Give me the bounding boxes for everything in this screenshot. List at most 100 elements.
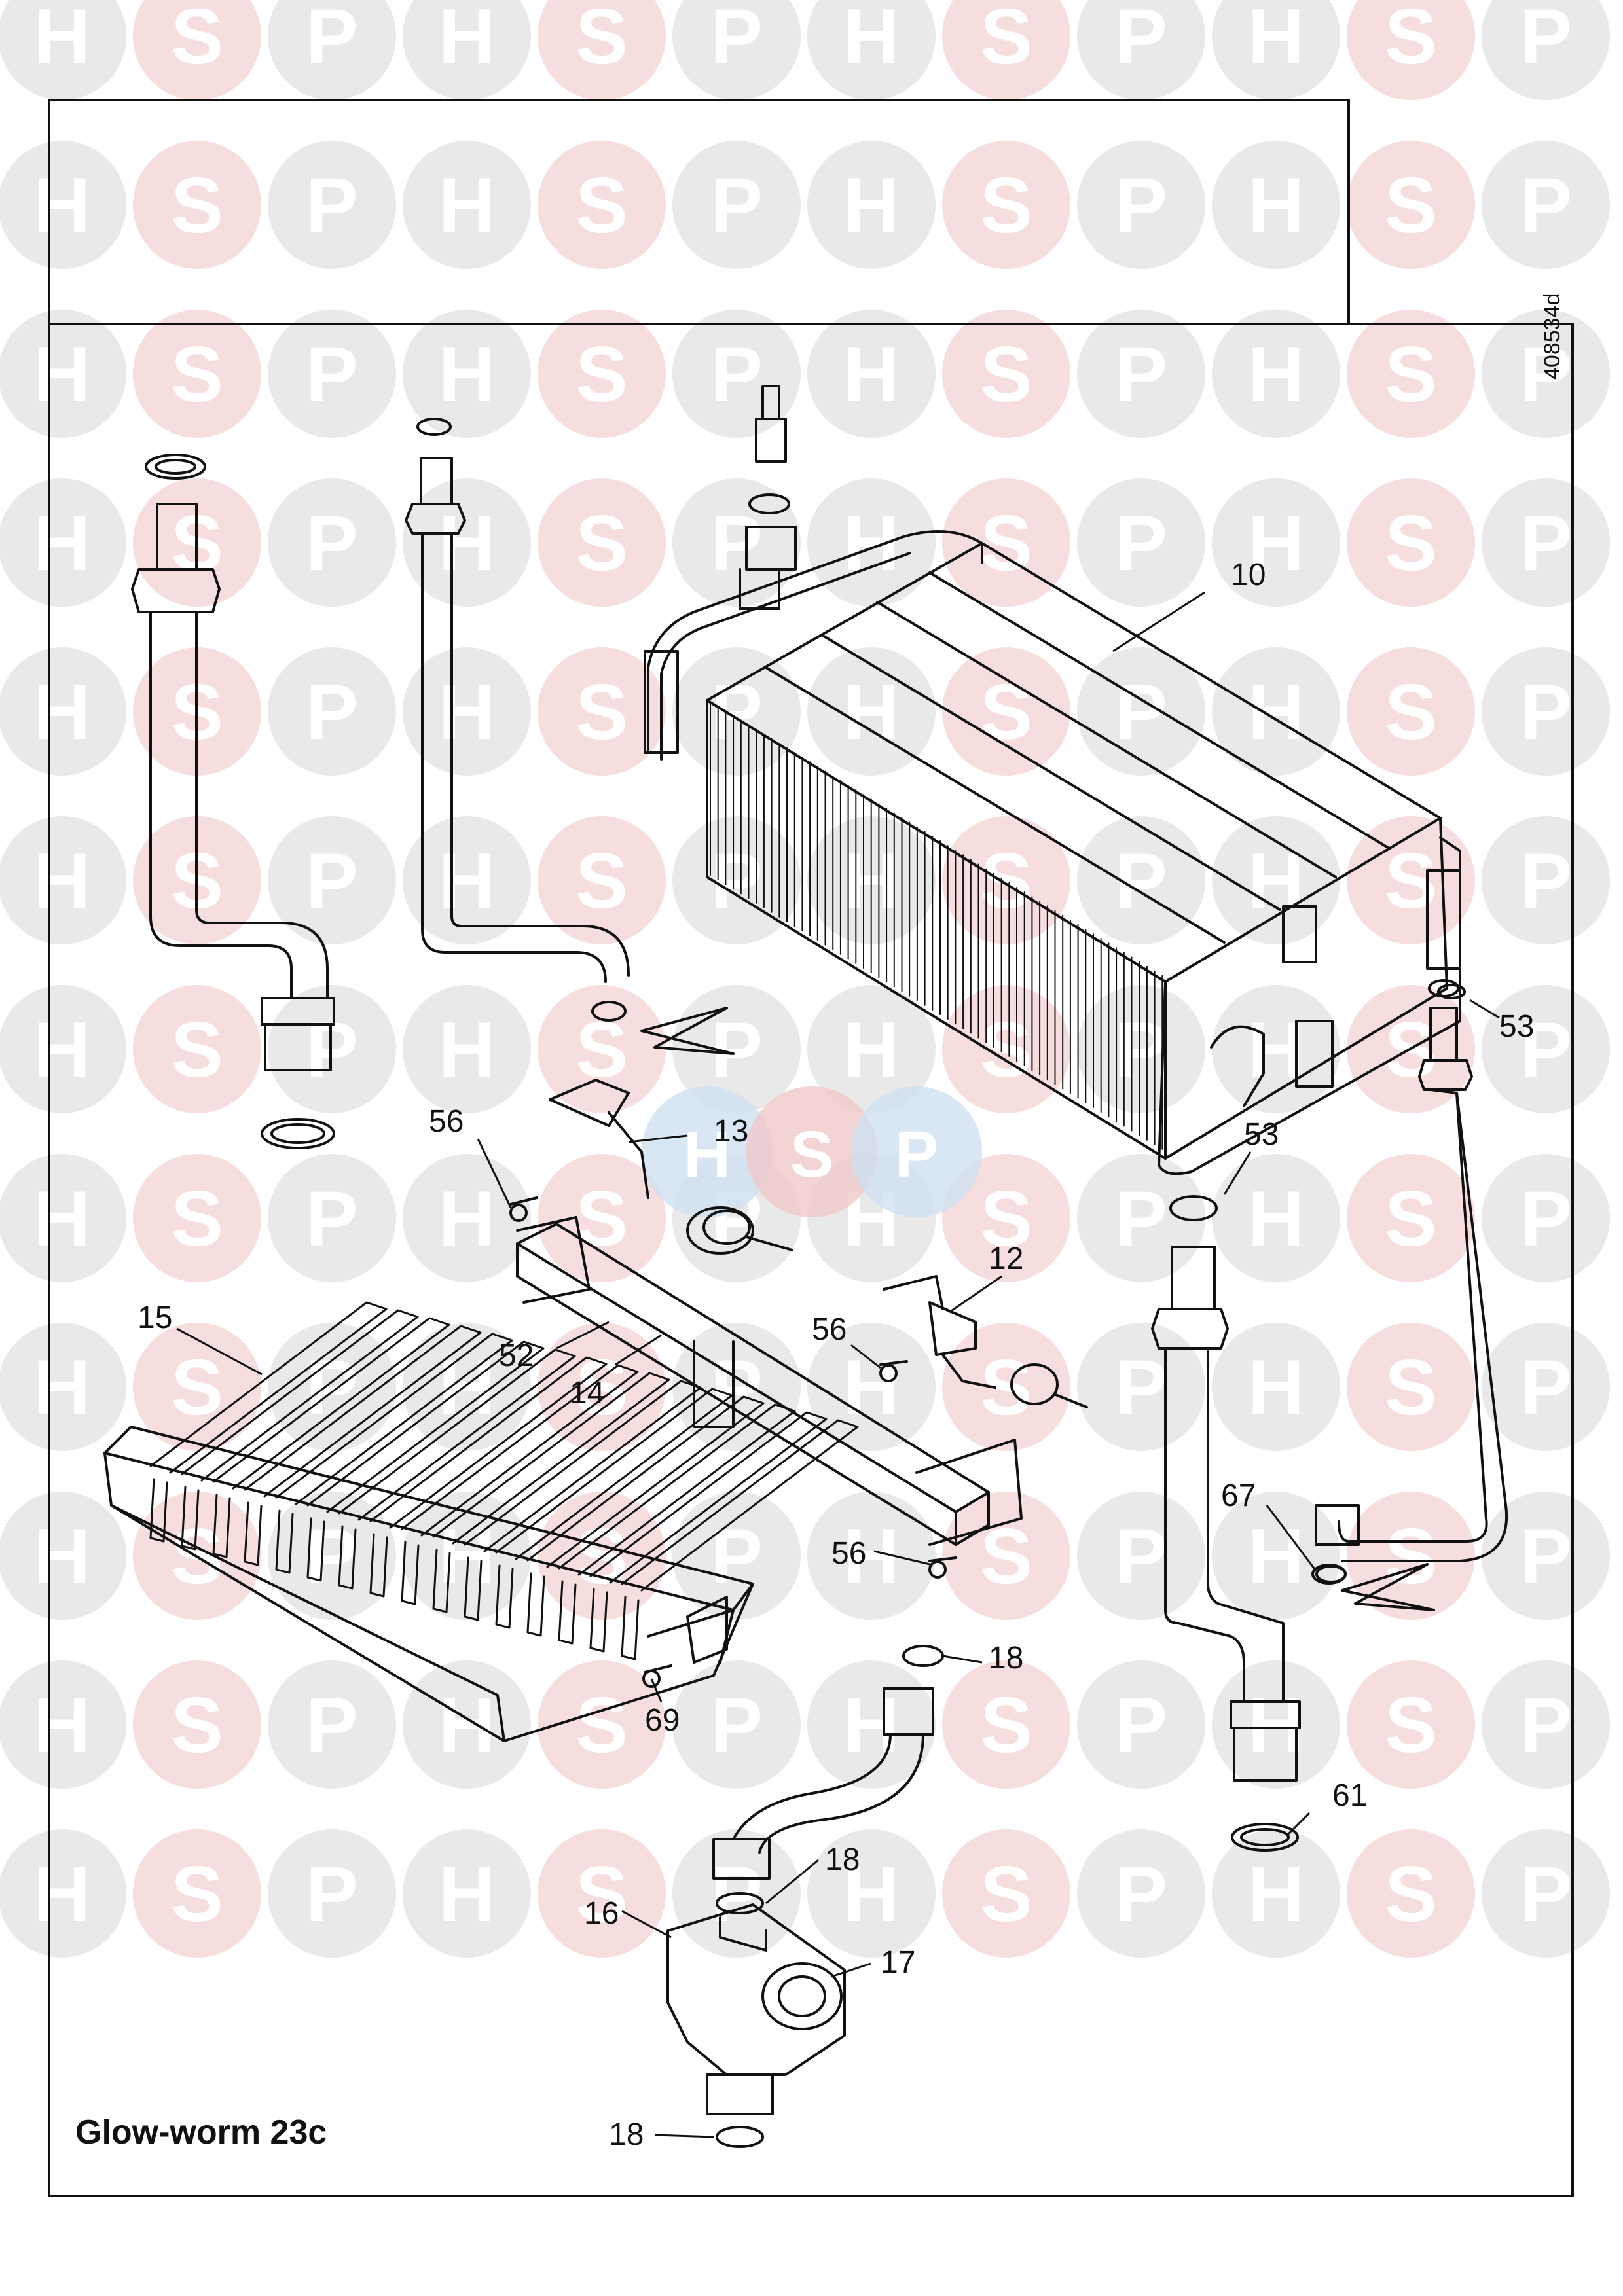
watermark-h-circle: H bbox=[403, 985, 531, 1113]
svg-text:P: P bbox=[710, 1681, 763, 1769]
watermark-s-circle: S bbox=[133, 141, 261, 269]
svg-text:S: S bbox=[575, 331, 628, 418]
watermark-p-circle: P bbox=[1482, 985, 1610, 1113]
watermark-p-circle: P bbox=[1077, 0, 1205, 100]
svg-text:P: P bbox=[1520, 162, 1572, 249]
burner-blade-foot bbox=[275, 1509, 294, 1574]
svg-text:H: H bbox=[1248, 1175, 1305, 1263]
svg-text:P: P bbox=[1115, 1681, 1167, 1769]
callout-56-right: 56 bbox=[812, 1312, 847, 1347]
screws bbox=[509, 1196, 957, 1688]
callout-13: 13 bbox=[714, 1114, 749, 1149]
top-sensor bbox=[739, 385, 797, 610]
svg-text:H: H bbox=[34, 1513, 91, 1600]
svg-text:H: H bbox=[439, 1175, 496, 1263]
watermark-h-circle: H bbox=[0, 1492, 126, 1620]
svg-text:S: S bbox=[171, 331, 223, 418]
watermark-p-circle: P bbox=[1077, 141, 1205, 269]
watermark-h-circle: H bbox=[807, 1829, 936, 1958]
burner-blade-foot bbox=[495, 1564, 514, 1629]
watermark-s-circle: S bbox=[538, 310, 666, 438]
watermark-p-circle: P bbox=[672, 1492, 801, 1620]
heat-exchanger bbox=[644, 530, 1461, 1175]
watermark-s-circle: S bbox=[1347, 478, 1475, 607]
callout-56-lower: 56 bbox=[831, 1536, 867, 1571]
svg-text:H: H bbox=[439, 1006, 496, 1094]
watermark-h-circle: H bbox=[403, 647, 531, 776]
watermark-h-circle: H bbox=[1212, 1154, 1340, 1282]
svg-text:S: S bbox=[1385, 331, 1437, 418]
watermark-s-circle: S bbox=[942, 310, 1070, 438]
svg-text:H: H bbox=[439, 1850, 496, 1938]
svg-text:P: P bbox=[306, 499, 358, 587]
model-title: Glow-worm 23c bbox=[75, 2113, 327, 2151]
burner-blade-foot bbox=[338, 1525, 357, 1590]
svg-text:P: P bbox=[1115, 1850, 1167, 1938]
svg-text:H: H bbox=[34, 837, 91, 925]
burner-blade-foot bbox=[526, 1572, 545, 1637]
svg-text:P: P bbox=[1520, 837, 1572, 925]
watermark-p-circle: P bbox=[1077, 310, 1205, 438]
drawing-reference: 408534d bbox=[1540, 293, 1565, 380]
callout-69: 69 bbox=[645, 1703, 680, 1738]
watermark-h-circle: H bbox=[403, 310, 531, 438]
callout-18-middle: 18 bbox=[825, 1842, 860, 1877]
svg-text:P: P bbox=[1115, 162, 1167, 249]
watermark-h-circle: H bbox=[403, 141, 531, 269]
watermark-s-circle: S bbox=[1347, 647, 1475, 776]
svg-text:H: H bbox=[1248, 331, 1305, 418]
watermark-p-circle: P bbox=[672, 0, 801, 100]
svg-text:S: S bbox=[980, 837, 1032, 925]
svg-text:P: P bbox=[1520, 668, 1572, 756]
watermark-s-circle: S bbox=[942, 141, 1070, 269]
burner-blade bbox=[495, 1388, 733, 1560]
svg-text:P: P bbox=[306, 162, 358, 249]
watermark-h-circle: H bbox=[1212, 1323, 1340, 1451]
watermark-h-circle: H bbox=[403, 0, 531, 100]
svg-text:H: H bbox=[34, 499, 91, 587]
watermark-s-circle: S bbox=[133, 1154, 261, 1282]
watermark-h-circle: H bbox=[0, 1154, 126, 1282]
watermark-h-circle: H bbox=[807, 310, 936, 438]
watermark-h-circle: H bbox=[0, 141, 126, 269]
flow-pipe-right bbox=[1311, 979, 1508, 1611]
watermark-p-circle: P bbox=[268, 141, 396, 269]
burner-blade bbox=[621, 1419, 859, 1592]
burner-blade bbox=[432, 1372, 670, 1545]
burner-blade-foot bbox=[369, 1533, 388, 1598]
burner-blades bbox=[149, 1301, 859, 1660]
watermark-h-circle: H bbox=[807, 985, 936, 1113]
svg-text:P: P bbox=[306, 1681, 358, 1769]
svg-text:H: H bbox=[843, 331, 900, 418]
svg-text:H: H bbox=[843, 1006, 900, 1094]
svg-text:H: H bbox=[34, 668, 91, 756]
watermark-p-circle: P bbox=[672, 310, 801, 438]
svg-text:P: P bbox=[306, 668, 358, 756]
burner-blade-foot bbox=[181, 1486, 200, 1551]
svg-text:P: P bbox=[306, 1850, 358, 1938]
svg-text:H: H bbox=[843, 1681, 900, 1769]
svg-text:P: P bbox=[1520, 1513, 1572, 1600]
svg-text:P: P bbox=[306, 1344, 358, 1431]
watermark-p-circle: P bbox=[1482, 1323, 1610, 1451]
watermark-h-circle: H bbox=[403, 816, 531, 944]
watermark-p-circle: P bbox=[672, 1660, 801, 1789]
svg-text:H: H bbox=[1248, 1850, 1305, 1938]
center-logo-h bbox=[642, 1086, 773, 1217]
svg-text:P: P bbox=[1520, 1344, 1572, 1431]
svg-text:H: H bbox=[843, 1850, 900, 1938]
watermark-p-circle: P bbox=[268, 647, 396, 776]
callout-17: 17 bbox=[881, 1945, 916, 1980]
burner-blade bbox=[212, 1317, 450, 1490]
svg-text:S: S bbox=[980, 668, 1032, 756]
watermark-s-circle: S bbox=[1347, 1829, 1475, 1958]
center-logo-p bbox=[851, 1086, 982, 1217]
burner-blade-foot bbox=[558, 1580, 577, 1645]
burner-blade bbox=[275, 1333, 513, 1505]
svg-text:S: S bbox=[575, 1850, 628, 1938]
svg-text:S: S bbox=[575, 162, 628, 249]
svg-text:S: S bbox=[1385, 499, 1437, 587]
svg-text:H: H bbox=[439, 668, 496, 756]
svg-text:S: S bbox=[1385, 1850, 1437, 1938]
watermark-p-circle: P bbox=[268, 0, 396, 100]
